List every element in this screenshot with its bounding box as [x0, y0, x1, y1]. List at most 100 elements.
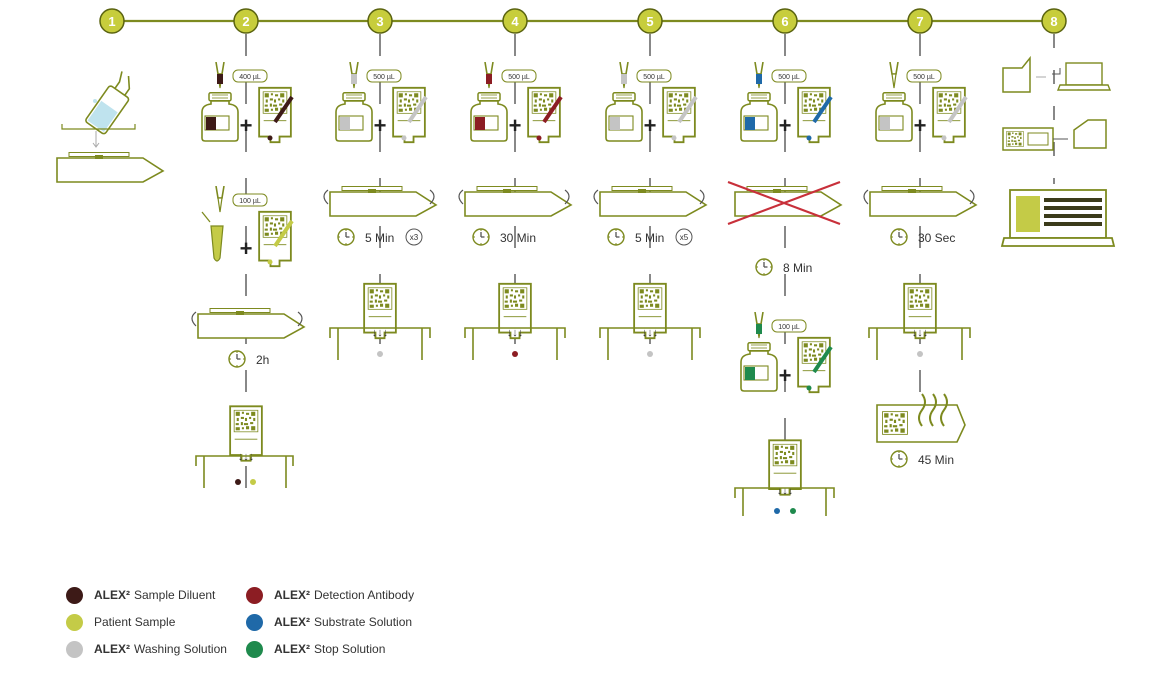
- wash-station-icon: [329, 327, 431, 360]
- cartridge-icon: [393, 88, 425, 142]
- drop-icon: [377, 351, 383, 357]
- step-number: 7: [916, 14, 923, 29]
- flow-arrows-icon: ↓↓↓: [507, 327, 524, 339]
- repeat-badge: x3: [405, 228, 423, 246]
- step-badge-3: 3: [367, 8, 393, 34]
- step-1-group: [56, 71, 164, 183]
- volume-label: 500 µL: [906, 69, 942, 83]
- clock-icon: [755, 258, 773, 276]
- wash-station-icon: [734, 487, 835, 516]
- repeat-badge: x5: [675, 228, 693, 246]
- clock-icon: [890, 450, 908, 468]
- scanner-icon: [1002, 55, 1061, 93]
- clock-icon: [228, 350, 246, 368]
- drop-icon: [235, 479, 241, 485]
- incubation-time: 5 Min: [365, 231, 394, 245]
- drop-icon: [512, 351, 518, 357]
- drop-icon: [93, 99, 97, 103]
- sample-tube-icon: [210, 225, 224, 262]
- reagent-bottle-icon: [85, 71, 131, 135]
- cross-icon: [727, 180, 841, 226]
- wash-station-icon: [868, 327, 971, 360]
- step-2-group: 400 µL + 100 µL + 2h ↓↓↓: [191, 34, 305, 492]
- volume-label: 500 µL: [501, 69, 537, 83]
- legend-item-patient-sample: Patient Sample: [66, 613, 175, 631]
- plus-icon: +: [779, 363, 792, 388]
- step-badge-1: 1: [99, 8, 125, 34]
- plus-icon: +: [779, 113, 792, 138]
- svg-text:500 µL: 500 µL: [778, 74, 800, 81]
- legend-swatch: [246, 586, 263, 604]
- volume-label: 500 µL: [636, 69, 672, 83]
- volume-label: 100 µL: [232, 193, 268, 207]
- incubation-time: 30 Sec: [918, 231, 955, 245]
- step-number: 4: [511, 14, 519, 29]
- drop-icon: [250, 479, 256, 485]
- svg-text:x3: x3: [410, 233, 419, 242]
- step-badge-7: 7: [907, 8, 933, 34]
- wash-station-icon: [464, 327, 566, 360]
- wash-station-icon: [195, 455, 294, 488]
- incubation-time: 2h: [256, 353, 269, 367]
- incubation-time: 8 Min: [783, 261, 812, 275]
- bottle-icon: [335, 92, 373, 142]
- legend-swatch: [66, 640, 83, 658]
- step-badge-6: 6: [772, 8, 798, 34]
- step-8-group: [1000, 34, 1116, 247]
- bottle-icon: [201, 92, 239, 142]
- legend-swatch: [66, 613, 83, 631]
- bottle-icon: [470, 92, 508, 142]
- legend-swatch: [246, 640, 263, 658]
- incubation-time: 45 Min: [918, 453, 954, 467]
- plus-icon: +: [240, 113, 253, 138]
- svg-text:100 µL: 100 µL: [778, 324, 800, 331]
- step-number: 2: [242, 14, 249, 29]
- plus-icon: +: [914, 113, 927, 138]
- shaker-plate-icon: [329, 186, 437, 217]
- heat-icon: [918, 393, 948, 427]
- shaker-plate-icon: [464, 186, 572, 217]
- volume-label: 500 µL: [366, 69, 402, 83]
- cartridge-icon: [663, 88, 695, 142]
- cartridge-reader-icon: [1002, 119, 1107, 151]
- step-7-group: 500 µL + 30 Sec ↓↓↓ 45 Min: [863, 34, 977, 468]
- plus-icon: +: [644, 113, 657, 138]
- plus-icon: +: [374, 113, 387, 138]
- step-badge-2: 2: [233, 8, 259, 34]
- drop-icon: [790, 508, 796, 514]
- wash-station-icon: [599, 327, 701, 360]
- clock-icon: [472, 228, 490, 246]
- volume-label: 100 µL: [771, 319, 807, 333]
- rotate-arrow-icon: [191, 311, 197, 327]
- pipette-icon: [215, 186, 225, 213]
- bottle-icon: [605, 92, 643, 142]
- step-badge-4: 4: [502, 8, 528, 34]
- step-6-group: 500 µL + 8 Min 100 µL + ↓↓↓: [727, 34, 842, 516]
- plate-lid: [61, 124, 136, 130]
- bottle-icon: [740, 92, 778, 142]
- step-badge-8: 8: [1041, 8, 1067, 34]
- rotate-arrow-icon: [593, 189, 599, 205]
- volume-label: 400 µL: [232, 69, 268, 83]
- step-number: 6: [781, 14, 788, 29]
- flow-arrows-icon: ↓↓↓: [238, 451, 255, 463]
- step-number: 1: [108, 14, 115, 29]
- drop-icon: [774, 508, 780, 514]
- drop-icon: [647, 351, 653, 357]
- incubation-time: 30 Min: [500, 231, 536, 245]
- incubation-time: 5 Min: [635, 231, 664, 245]
- svg-text:x5: x5: [680, 233, 689, 242]
- rotate-arrow-icon: [323, 189, 329, 205]
- flow-arrows-icon: ↓↓↓: [912, 327, 929, 339]
- shaker-plate-icon: [869, 186, 977, 217]
- bottle-icon: [875, 92, 913, 142]
- cartridge-icon: [259, 212, 291, 266]
- cartridge-icon: [528, 88, 560, 142]
